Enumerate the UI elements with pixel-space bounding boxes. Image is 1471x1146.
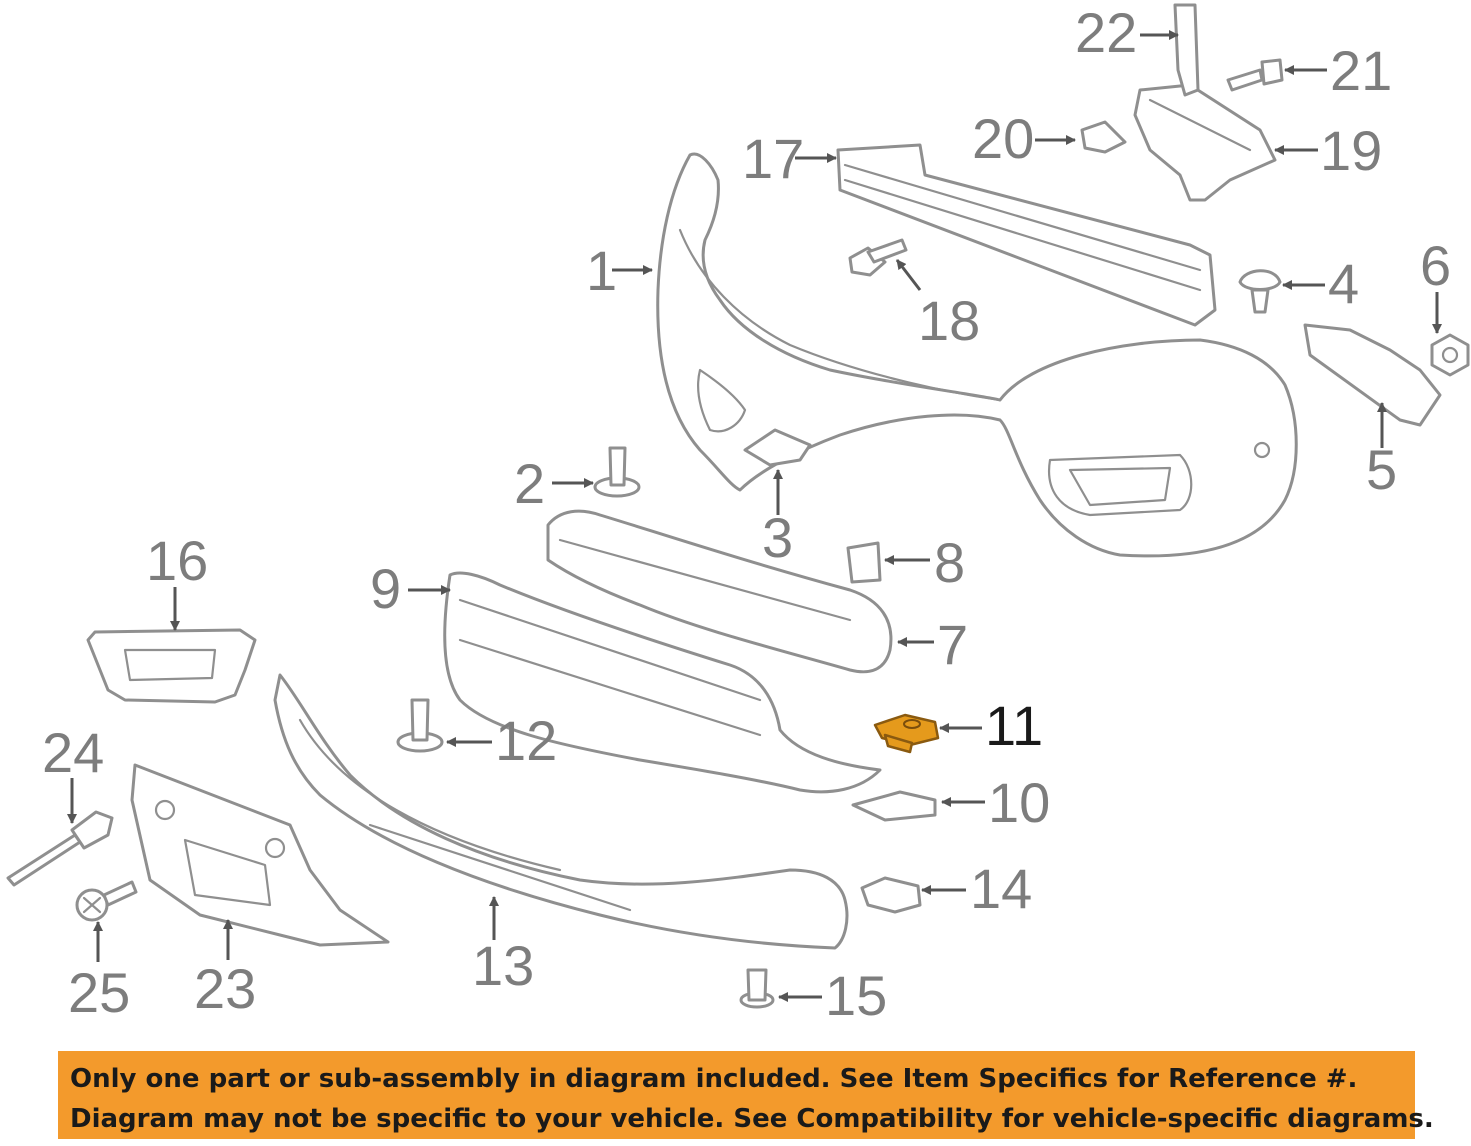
part-24-rivet	[6, 810, 114, 887]
callout-13: 13	[472, 934, 534, 997]
parts-diagram: 1 2 3 4 5 6 7 8 9 10 11 12 13 14 15 16 1…	[6, 1, 1470, 1027]
callout-1: 1	[586, 239, 617, 302]
part-8-clip	[846, 541, 882, 584]
callout-5: 5	[1366, 438, 1397, 501]
callout-2: 2	[514, 452, 545, 515]
part-6-nut	[1430, 333, 1470, 377]
callout-17: 17	[742, 127, 804, 190]
part-14-clip	[860, 876, 922, 914]
leader-arrows	[67, 30, 1442, 1002]
callout-numbers: 1 2 3 4 5 6 7 8 9 10 11 12 13 14 15 16 1…	[42, 1, 1451, 1027]
part-3-clip	[743, 428, 812, 467]
callout-7: 7	[937, 613, 968, 676]
part-2-push-pin	[593, 446, 641, 498]
part-22-bracket-strip	[1173, 3, 1200, 97]
callout-15: 15	[825, 964, 887, 1027]
part-25-screw	[75, 880, 138, 922]
part-18-bolt	[848, 238, 908, 277]
callout-19: 19	[1320, 119, 1382, 182]
part-19-bracket	[1133, 83, 1277, 202]
callout-23: 23	[194, 957, 256, 1020]
part-15-push-pin	[739, 968, 775, 1009]
disclaimer-line-2: Diagram may not be specific to your vehi…	[70, 1104, 1434, 1134]
callout-25: 25	[68, 961, 130, 1024]
callout-4: 4	[1328, 252, 1359, 315]
callout-20: 20	[972, 107, 1034, 170]
part-13-lower-valance	[273, 673, 849, 950]
callout-10: 10	[988, 771, 1050, 834]
part-20-clip	[1080, 120, 1127, 154]
part-10-clip	[851, 790, 937, 822]
callout-24: 24	[42, 721, 104, 784]
callout-12: 12	[495, 709, 557, 772]
part-11-clip-highlighted	[873, 713, 940, 754]
part-12-push-pin	[396, 698, 444, 753]
part-9-lower-panel	[443, 571, 882, 794]
callout-18: 18	[918, 289, 980, 352]
part-7-absorber	[546, 509, 893, 674]
callout-22: 22	[1075, 1, 1137, 64]
part-16-fog-bezel	[86, 628, 257, 704]
arrow-18	[895, 259, 922, 291]
callout-21: 21	[1330, 39, 1392, 102]
callout-14: 14	[970, 857, 1032, 920]
callout-11: 11	[985, 694, 1043, 757]
callout-9: 9	[370, 557, 401, 620]
part-23-license-bracket	[130, 763, 390, 947]
part-4-push-pin	[1238, 269, 1282, 314]
part-17-impact-bar	[836, 143, 1217, 327]
part-21-bolt	[1226, 58, 1284, 92]
part-1-bumper-cover	[656, 152, 1298, 558]
callout-8: 8	[934, 531, 965, 594]
callout-6: 6	[1420, 234, 1451, 297]
part-5-bracket	[1303, 323, 1442, 427]
callout-16: 16	[146, 529, 208, 592]
disclaimer-line-1: Only one part or sub-assembly in diagram…	[70, 1064, 1358, 1094]
disclaimer-banner: Only one part or sub-assembly in diagram…	[58, 1051, 1434, 1139]
callout-3: 3	[762, 506, 793, 569]
